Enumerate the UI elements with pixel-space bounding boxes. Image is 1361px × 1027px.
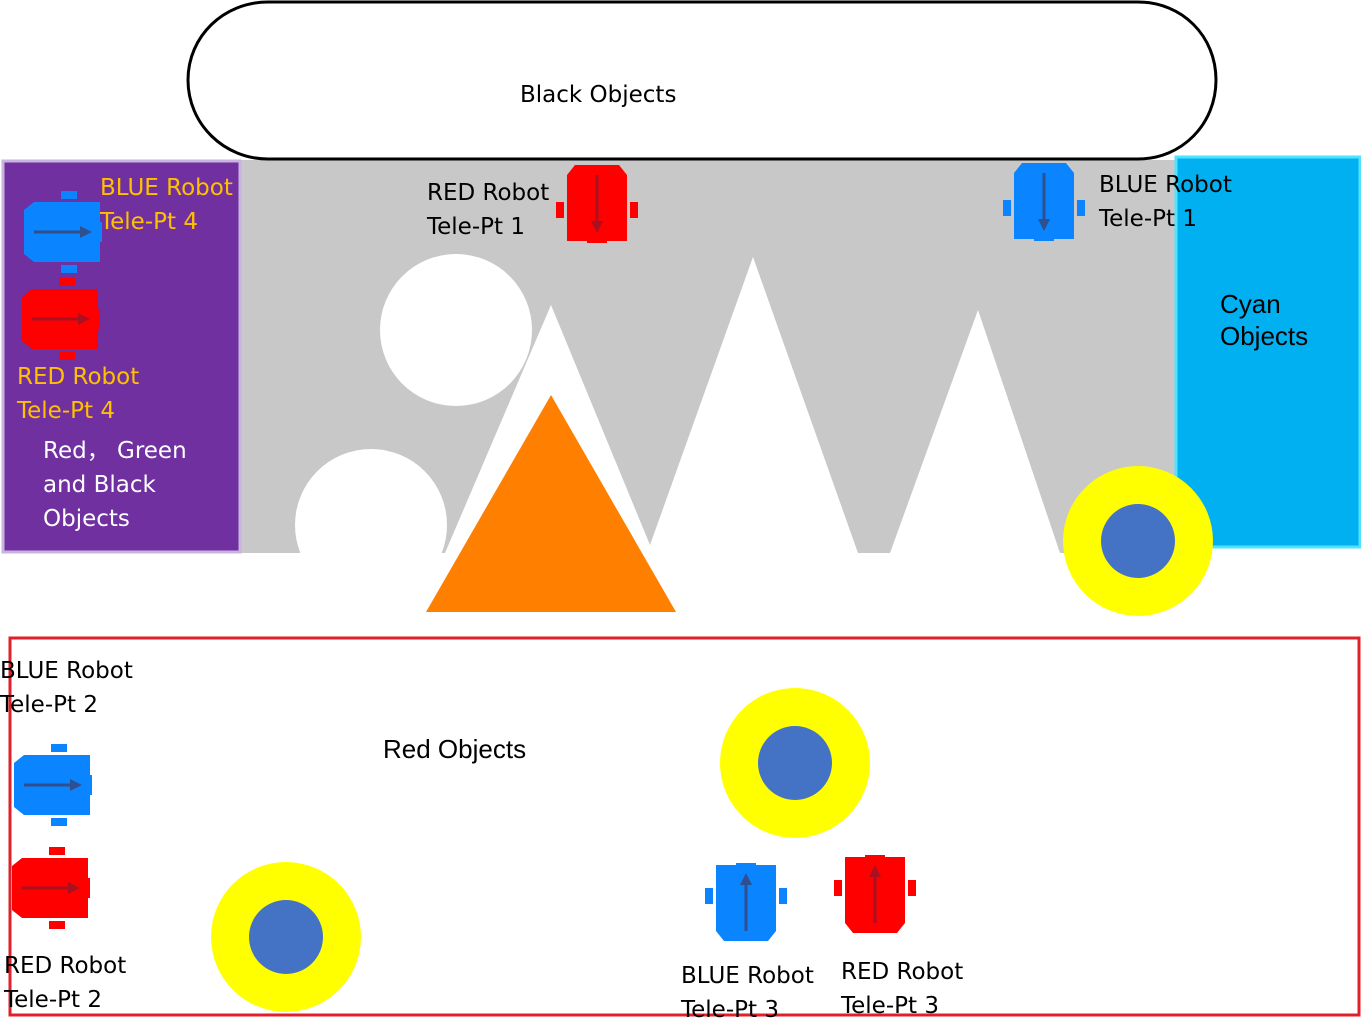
- arrow-icon: [32, 313, 90, 325]
- robot-icon: [556, 165, 638, 243]
- white-circle-lower: [295, 449, 447, 601]
- blue-robot-2-label: BLUE Robot Tele-Pt 2: [0, 658, 133, 718]
- white-base-strip: [240, 553, 1180, 561]
- white-circle-upper: [380, 254, 532, 406]
- robot-icon: [14, 744, 92, 826]
- arrow-icon: [24, 779, 82, 791]
- red-robot-1-label: RED Robot Tele-Pt 1: [427, 180, 550, 240]
- red-zone: [8, 636, 1361, 1017]
- robot-icon: [705, 863, 787, 941]
- blue-robot-4-label: BLUE Robot Tele-Pt 4: [100, 175, 233, 235]
- orange-triangle: [426, 395, 676, 612]
- blue-robot-1-label: BLUE Robot Tele-Pt 1: [1099, 172, 1232, 232]
- robot-icon: [22, 278, 100, 360]
- black-objects-label: Black Objects: [520, 82, 677, 108]
- target-icon: [211, 862, 361, 1012]
- robot-icon: [12, 847, 90, 929]
- purple-zone-label: Red， Green and Black Objects: [43, 438, 187, 532]
- cyan-zone: [1174, 155, 1361, 549]
- red-robot-4-label: RED Robot Tele-Pt 4: [17, 364, 140, 424]
- red-robot-2-label: RED Robot Tele-Pt 2: [4, 953, 127, 1013]
- cyan-objects-label: Cyan Objects: [1220, 289, 1309, 351]
- arrow-icon: [740, 873, 752, 931]
- target-icon: [720, 688, 870, 838]
- robot-icon: [24, 191, 102, 273]
- arrow-icon: [869, 865, 881, 923]
- robot-icon: [1003, 163, 1085, 241]
- target-icon: [1063, 466, 1213, 616]
- black-zone: [186, 0, 1218, 161]
- arrow-icon: [591, 175, 603, 233]
- robot-icon: [834, 855, 916, 933]
- arrow-icon: [34, 226, 92, 238]
- arrow-icon: [1038, 173, 1050, 231]
- arrow-icon: [22, 882, 80, 894]
- blue-robot-3-label: BLUE Robot Tele-Pt 3: [681, 963, 814, 1023]
- red-objects-label: Red Objects: [383, 734, 527, 764]
- red-robot-3-label: RED Robot Tele-Pt 3: [841, 959, 964, 1019]
